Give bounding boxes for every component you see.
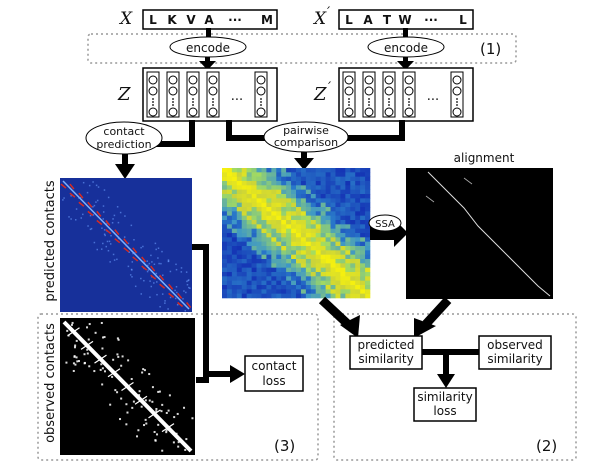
ssa-oval bbox=[368, 214, 402, 232]
predicted-contacts-label: predicted contacts bbox=[43, 180, 58, 301]
alignment-label: alignment bbox=[454, 151, 515, 165]
predicted-similarity-line2: similarity bbox=[358, 352, 413, 366]
similarity-loss-group-box bbox=[333, 313, 577, 461]
encode-arrow-left-head bbox=[199, 61, 216, 70]
embedding-z-vector bbox=[254, 71, 268, 118]
contact-prediction-oval bbox=[85, 121, 163, 155]
contact-loss-line2: loss bbox=[262, 374, 285, 388]
similarity-loss-line1: similarity bbox=[417, 390, 472, 404]
align-to-pred-sim-arrow-shaft bbox=[422, 296, 452, 328]
embedding-z-prime-vector bbox=[342, 71, 356, 118]
pairwise-arrowhead bbox=[294, 158, 314, 170]
x-prime-label: X bbox=[312, 9, 327, 29]
sequence-x-prime-residue: T bbox=[383, 13, 392, 27]
sequence-x-prime-residue: ··· bbox=[424, 13, 438, 27]
embedding-z-prime-vector bbox=[450, 71, 464, 118]
embedding-z-prime-vector bbox=[402, 71, 416, 118]
step-2-label: (2) bbox=[536, 437, 557, 455]
z-prime-label: Z bbox=[313, 84, 327, 105]
contact-loss-group-box bbox=[37, 313, 319, 461]
contact-loss-line1: contact bbox=[252, 359, 297, 373]
sequence-x-residue: A bbox=[204, 13, 214, 27]
sequence-x-residue: V bbox=[186, 13, 196, 27]
embedding-z-ellipsis: ··· bbox=[231, 93, 243, 108]
pairwise-comparison-oval bbox=[263, 121, 349, 153]
embedding-z-prime-vector bbox=[362, 71, 376, 118]
ssa-label: SSA bbox=[375, 219, 395, 230]
sequence-x-residue: K bbox=[167, 13, 177, 27]
x-prime-mark: ′ bbox=[327, 5, 331, 21]
encode-arrow-right-head bbox=[397, 61, 414, 70]
observed-similarity-box bbox=[478, 335, 552, 370]
encode-label-left: encode bbox=[186, 41, 230, 55]
contact-prediction-arrowhead bbox=[115, 164, 135, 179]
z-prime-mark: ′ bbox=[328, 80, 332, 96]
step-3-label: (3) bbox=[274, 437, 295, 455]
embedding-z-prime-ellipsis: ··· bbox=[427, 93, 439, 108]
sequence-x-prime-residue: A bbox=[363, 13, 373, 27]
observed-similarity-line2: similarity bbox=[487, 352, 542, 366]
contact-prediction-line2: prediction bbox=[96, 138, 151, 151]
predicted-similarity-box bbox=[349, 335, 423, 370]
encode-stem-right bbox=[403, 28, 408, 38]
embedding-z-prime: ··· bbox=[338, 67, 474, 122]
encode-label-right: encode bbox=[384, 41, 428, 55]
similarity-loss-box bbox=[413, 387, 477, 422]
similarity-map bbox=[222, 168, 371, 299]
sequence-x-prime-residue: W bbox=[398, 13, 411, 27]
sequence-x-residue: ··· bbox=[228, 13, 242, 27]
z-label: Z bbox=[117, 84, 131, 105]
align-to-pred-sim-arrowhead bbox=[414, 318, 436, 338]
observed-contacts-label: observed contacts bbox=[43, 323, 58, 443]
encode-arrow-right-shaft bbox=[403, 57, 408, 62]
pairwise-comparison-line1: pairwise bbox=[283, 124, 329, 137]
predicted-contacts-map bbox=[60, 178, 192, 312]
alignment-map bbox=[406, 168, 553, 299]
embedding-z: ··· bbox=[142, 67, 278, 122]
sequence-x-residue: L bbox=[149, 13, 157, 27]
embedding-z-vector bbox=[186, 71, 200, 118]
encode-arrow-left-shaft bbox=[205, 57, 210, 62]
embedding-z-vector bbox=[206, 71, 220, 118]
observed-contacts-map bbox=[60, 318, 195, 455]
sequence-x-residue: M bbox=[261, 13, 273, 27]
embedding-z-prime-vector bbox=[382, 71, 396, 118]
contact-loss-arrowhead bbox=[230, 365, 245, 383]
sim-to-pred-sim-arrowhead bbox=[340, 315, 360, 338]
encode-group-box bbox=[87, 33, 517, 64]
contact-loss-box bbox=[244, 355, 304, 392]
sequence-x-prime-residue: L bbox=[459, 13, 467, 27]
observed-similarity-line1: observed bbox=[487, 338, 543, 352]
x-label: X bbox=[118, 9, 133, 29]
embedding-z-vector bbox=[146, 71, 160, 118]
contact-prediction-line1: contact bbox=[103, 125, 145, 138]
contact-loss-connector bbox=[192, 244, 209, 383]
similarity-loss-arrowhead bbox=[437, 374, 455, 388]
predicted-similarity-line1: predicted bbox=[358, 338, 415, 352]
step-1-label: (1) bbox=[480, 40, 501, 58]
encode-stem-left bbox=[206, 28, 211, 38]
similarity-loss-line2: loss bbox=[433, 404, 456, 418]
embedding-z-vector bbox=[166, 71, 180, 118]
pairwise-comparison-line2: comparison bbox=[274, 136, 338, 149]
sequence-x-prime-residue: L bbox=[345, 13, 353, 27]
